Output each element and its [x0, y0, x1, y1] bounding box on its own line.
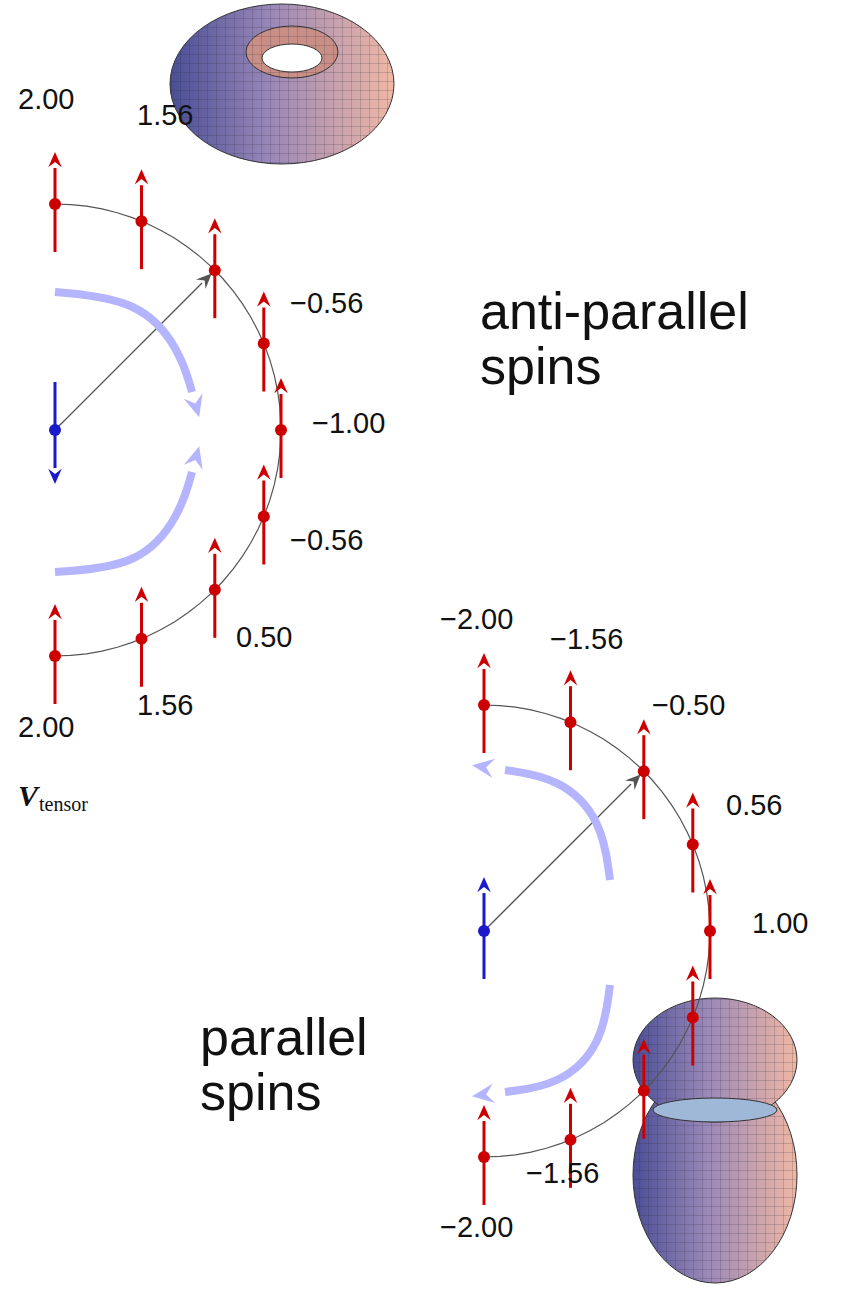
- case-label: anti-parallel spins: [480, 284, 810, 393]
- center-spin-head: [477, 877, 491, 892]
- vector-head: [196, 273, 212, 289]
- repulsion-arrow-head: [472, 1084, 495, 1103]
- nucleon-dot: [135, 215, 147, 227]
- potential-value: 0.56: [726, 790, 782, 820]
- spin-head: [564, 670, 578, 685]
- potential-value: −0.56: [290, 288, 363, 318]
- potential-value: 1.56: [137, 100, 193, 130]
- attraction-arrow-head: [184, 446, 203, 470]
- spin-head: [477, 653, 491, 668]
- center-spin-head: [48, 469, 62, 484]
- potential-value: −2.00: [440, 1212, 513, 1242]
- potential-value: −1.00: [312, 408, 385, 438]
- nucleon-dot: [638, 765, 650, 777]
- repulsion-arrow: [505, 770, 610, 880]
- potential-value: 1.56: [137, 690, 193, 720]
- potential-value: 0.50: [236, 622, 292, 652]
- nucleon-dot: [258, 510, 270, 522]
- spin-head: [135, 169, 149, 184]
- spin-arrow: [262, 308, 265, 392]
- potential-value: 1.00: [752, 908, 808, 938]
- repulsion-arrow-head: [472, 759, 495, 778]
- spin-head: [208, 538, 222, 553]
- spin-head: [686, 793, 700, 808]
- vector-head: [625, 774, 641, 790]
- spin-head: [48, 152, 62, 167]
- nucleon-dot: [478, 1151, 490, 1163]
- spin-head: [274, 378, 288, 393]
- spin-head: [686, 965, 700, 980]
- spin-head: [637, 719, 651, 734]
- nucleon-dot: [258, 338, 270, 350]
- spin-head: [703, 879, 717, 894]
- nucleon-dot: [564, 716, 576, 728]
- orbit-arc: [55, 204, 281, 656]
- case-label: parallel spins: [200, 1010, 430, 1119]
- dumbbell-surface: [633, 998, 797, 1283]
- nucleon-dot: [209, 264, 221, 276]
- spin-head: [48, 604, 62, 619]
- potential-value: −2.00: [440, 604, 513, 634]
- nucleon-dot: [209, 584, 221, 596]
- spin-arrow: [213, 234, 216, 318]
- spin-head: [637, 1039, 651, 1054]
- nucleon-dot: [704, 925, 716, 937]
- potential-value: −0.56: [290, 525, 363, 555]
- nucleon-dot: [49, 198, 61, 210]
- nucleon-dot: [687, 1011, 699, 1023]
- nucleon-dot: [478, 699, 490, 711]
- nucleon-dot: [564, 1134, 576, 1146]
- spin-head: [564, 1088, 578, 1103]
- attraction-arrow: [55, 292, 192, 392]
- potential-value: 2.00: [18, 84, 74, 114]
- potential-subscript: tensor: [39, 794, 88, 815]
- spin-head: [135, 587, 149, 602]
- attraction-arrow: [55, 472, 192, 572]
- nucleon-dot: [275, 424, 287, 436]
- potential-value: −1.56: [526, 1158, 599, 1188]
- repulsion-arrow: [505, 985, 610, 1092]
- orbit-arc: [484, 705, 710, 1157]
- nucleon-dot: [638, 1085, 650, 1097]
- separation-vector: [55, 283, 202, 430]
- spin-arrow: [140, 603, 143, 687]
- spin-arrow: [691, 809, 694, 893]
- nucleon-dot: [135, 633, 147, 645]
- nucleon-dot: [49, 650, 61, 662]
- spin-head: [257, 292, 271, 307]
- potential-value: −1.56: [550, 624, 623, 654]
- center-dot: [478, 925, 490, 937]
- attraction-arrow-head: [184, 393, 203, 417]
- nucleon-dot: [687, 839, 699, 851]
- potential-value: −0.50: [652, 690, 725, 720]
- torus-surface: [170, 4, 394, 164]
- spin-head: [477, 1105, 491, 1120]
- potential-value: 2.00: [18, 712, 74, 742]
- spin-head: [208, 218, 222, 233]
- spin-head: [257, 464, 271, 479]
- spin-arrow: [642, 735, 645, 819]
- center-dot: [49, 424, 61, 436]
- potential-symbol: V: [18, 780, 38, 812]
